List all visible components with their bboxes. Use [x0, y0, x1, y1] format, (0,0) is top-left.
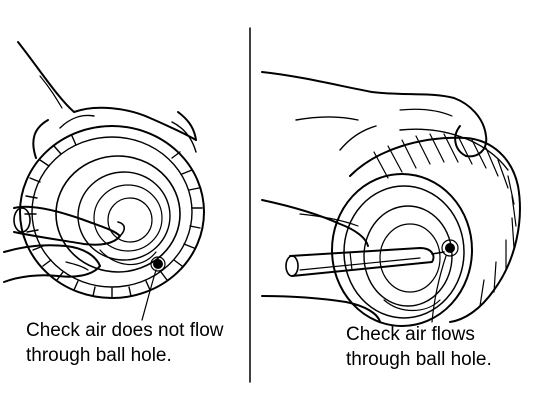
- right-caption-line-2: through ball hole.: [346, 349, 492, 370]
- leader-line: [142, 270, 156, 320]
- right-caption: Check air flows through ball hole.: [346, 322, 492, 372]
- hand-icon: [262, 72, 486, 156]
- ball-hole-icon: [442, 240, 458, 256]
- hand-icon: [262, 200, 380, 322]
- hand-icon: [4, 245, 100, 282]
- right-panel-illustration: [262, 72, 520, 326]
- left-caption: Check air does not flow through ball hol…: [26, 318, 224, 368]
- left-caption-line-1: Check air does not flow: [26, 320, 224, 341]
- air-nozzle-icon: [286, 248, 444, 276]
- gear-drum-icon: [332, 129, 520, 326]
- ball-hole-icon: [151, 257, 165, 271]
- right-caption-line-1: Check air flows: [346, 324, 475, 345]
- left-panel-illustration: [4, 42, 204, 320]
- gear-drum-icon: [20, 126, 204, 298]
- left-caption-line-2: through ball hole.: [26, 345, 172, 366]
- leader-line: [432, 256, 446, 322]
- air-nozzle-icon: [14, 207, 124, 245]
- hand-icon: [18, 42, 196, 158]
